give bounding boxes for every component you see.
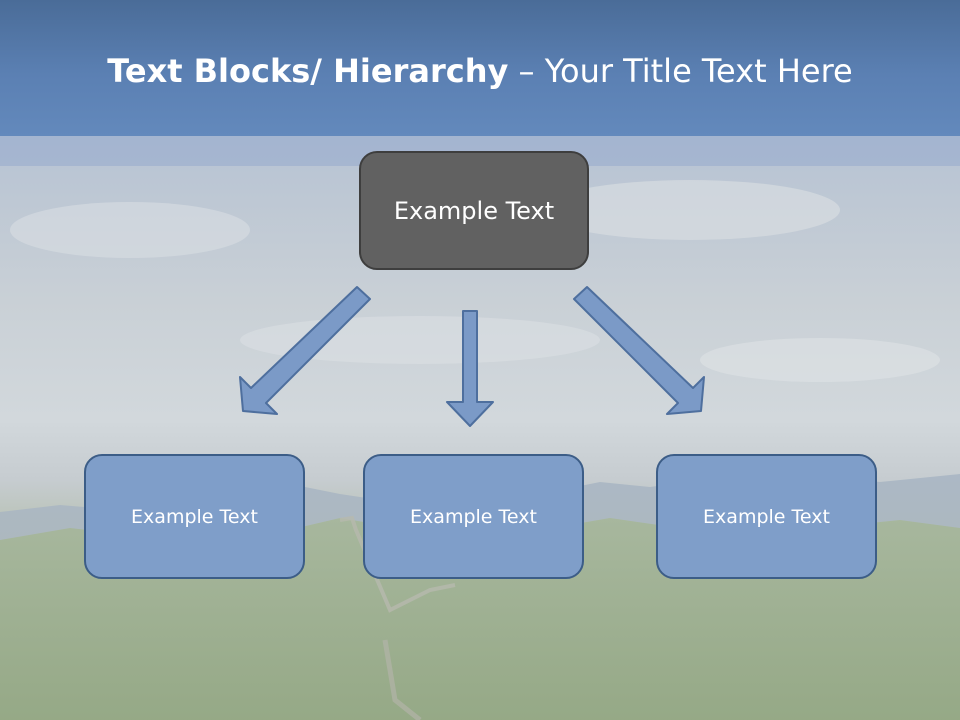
title-header: Text Blocks/ Hierarchy – Your Title Text… — [0, 0, 960, 136]
hierarchy-child-box-right[interactable]: Example Text — [656, 454, 877, 579]
hierarchy-child-box-left[interactable]: Example Text — [84, 454, 305, 579]
arrow-right — [573, 286, 705, 415]
top-box-label: Example Text — [393, 196, 555, 225]
child-box-label: Example Text — [703, 505, 830, 528]
title-regular-text: – Your Title Text Here — [508, 52, 853, 90]
child-box-label: Example Text — [410, 505, 537, 528]
title-bold-text: Text Blocks/ Hierarchy — [107, 52, 509, 90]
hierarchy-child-box-center[interactable]: Example Text — [363, 454, 584, 579]
hierarchy-top-box[interactable]: Example Text — [359, 151, 589, 270]
slide-title: Text Blocks/ Hierarchy – Your Title Text… — [0, 52, 960, 90]
arrow-left — [239, 286, 371, 415]
child-box-label: Example Text — [131, 505, 258, 528]
arrow-center — [446, 310, 494, 427]
